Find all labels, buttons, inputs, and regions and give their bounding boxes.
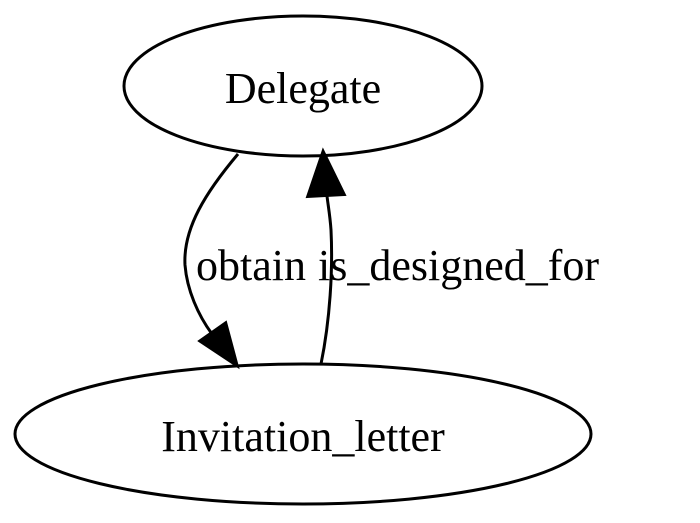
node-delegate[interactable]: Delegate	[122, 14, 484, 158]
edge-is-designed-for-arrowhead	[305, 147, 347, 199]
edge-obtain-arrowhead	[197, 320, 240, 370]
node-invitation-letter[interactable]: Invitation_letter	[13, 362, 593, 506]
node-invitation-letter-label: Invitation_letter	[161, 412, 445, 461]
node-delegate-label: Delegate	[225, 64, 381, 113]
node-invitation-letter-shape	[13, 362, 593, 506]
edge-obtain-label: obtain	[196, 241, 306, 290]
edge-obtain-line	[183, 153, 240, 335]
edge-is-designed-for-line	[319, 195, 334, 365]
edge-obtain[interactable]: obtain	[183, 153, 306, 370]
edge-is-designed-for-label: is_designed_for	[318, 241, 599, 290]
node-delegate-shape	[122, 14, 484, 158]
edge-is-designed-for[interactable]: is_designed_for	[305, 147, 599, 365]
